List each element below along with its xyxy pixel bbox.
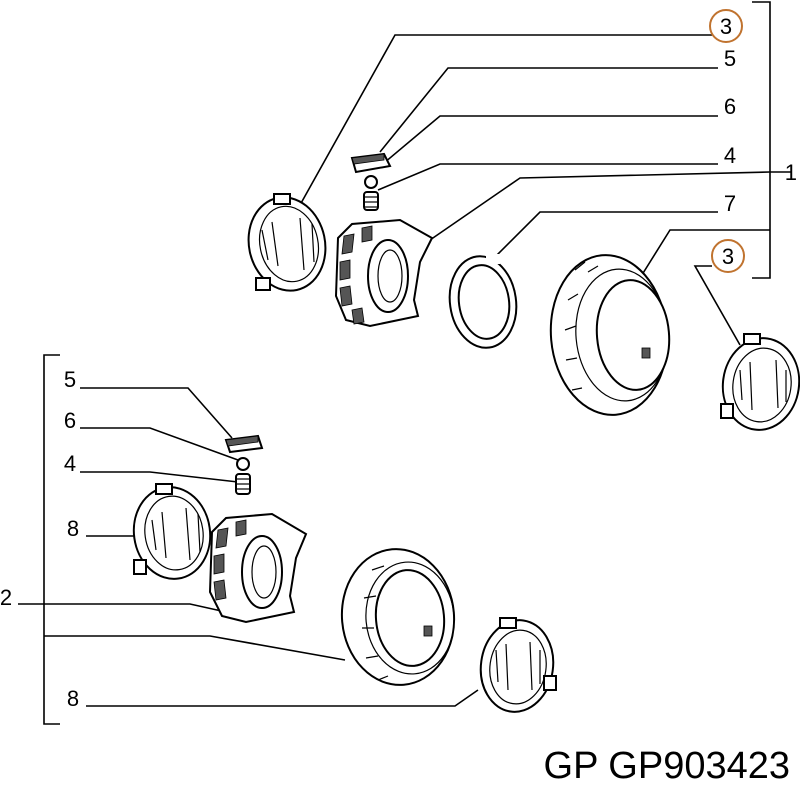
detent-ball-top: [364, 175, 378, 189]
callout-5-bottom: 5: [64, 367, 76, 392]
synchro-hub-top: [334, 218, 434, 328]
synchro-ring-bottom-upper: [132, 483, 212, 580]
top-leader-lines: [299, 34, 771, 346]
synchro-ring-top-right: [720, 333, 800, 431]
sliding-pad-bottom: [224, 434, 264, 454]
callout-3-top: 3: [720, 14, 732, 39]
spring-top: [363, 191, 379, 211]
callout-4-top: 4: [724, 143, 736, 168]
callout-8-upper: 8: [67, 516, 79, 541]
bottom-leader-lines: [18, 387, 479, 707]
callout-1: 1: [785, 160, 797, 185]
top-group-bracket: [752, 1, 792, 279]
circlip-top: [448, 254, 518, 349]
synchro-ring-bottom-lower: [479, 617, 557, 713]
callout-6-top: 6: [724, 94, 736, 119]
callout-7: 7: [724, 191, 736, 216]
sliding-pad-top: [350, 152, 392, 174]
callout-5-top: 5: [724, 46, 736, 71]
callout-3-right: 3: [722, 244, 734, 269]
synchro-sleeve-top: [549, 254, 671, 416]
callout-3-top-highlight: [709, 9, 743, 43]
callout-3-right-highlight: [711, 239, 745, 273]
callout-8-lower: 8: [67, 686, 79, 711]
detent-ball-bottom: [236, 457, 250, 471]
spring-bottom: [235, 473, 251, 495]
bottom-group-bracket: [43, 354, 60, 725]
synchro-sleeve-bottom: [340, 548, 456, 686]
synchro-hub-bottom: [208, 512, 308, 624]
callout-2: 2: [0, 585, 12, 610]
synchro-ring-top-left: [247, 193, 327, 292]
callout-4-bottom: 4: [64, 451, 76, 476]
callout-6-bottom: 6: [64, 408, 76, 433]
part-number-label: GP GP903423: [544, 745, 790, 787]
